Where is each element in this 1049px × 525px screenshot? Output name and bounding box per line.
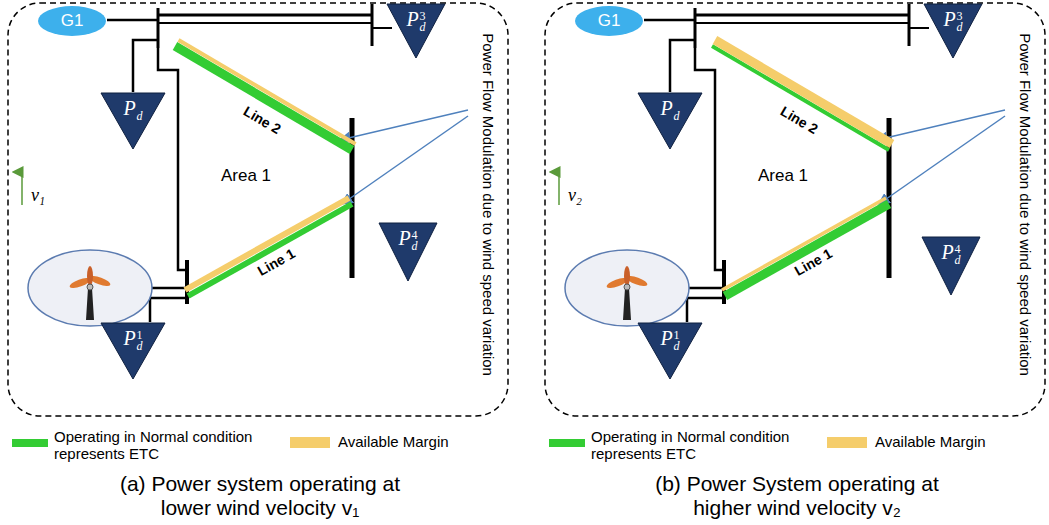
node-label: G1	[574, 5, 644, 37]
node-label: P3d	[386, 3, 446, 33]
annotation-text: Power Flow Modulation due to wind speed …	[1016, 15, 1033, 395]
node-label: Pd	[637, 92, 703, 122]
panel-caption: (b) Power System operating at higher win…	[632, 472, 962, 520]
superscript: 4	[955, 244, 961, 255]
load-triangle: Pd	[100, 92, 166, 150]
node-label: G1	[37, 5, 107, 37]
legend-text: Available Margin	[875, 433, 1045, 450]
index-column: d	[674, 100, 680, 122]
area-name: Area 1	[221, 166, 271, 186]
legend-swatch	[827, 437, 867, 448]
legend-swatch	[549, 439, 585, 447]
subscript: d	[955, 255, 961, 266]
load-symbol: P	[406, 8, 418, 30]
panel-caption: (a) Power system operating at lower wind…	[95, 472, 425, 520]
load-symbol: P	[941, 241, 953, 263]
index-column: 4d	[412, 230, 418, 252]
generator-ellipse: G1	[574, 5, 644, 37]
load-symbol: P	[660, 327, 672, 349]
annotation-text: Power Flow Modulation due to wind speed …	[479, 15, 496, 395]
legend-swatch	[290, 437, 330, 448]
legend-text: Available Margin	[338, 433, 508, 450]
index-column: 3d	[957, 11, 963, 33]
generator-ellipse: G1	[37, 5, 107, 37]
area-name: Area 1	[758, 166, 808, 186]
legend-swatch	[12, 439, 48, 447]
superscript: 3	[420, 11, 426, 22]
generator-name: G1	[598, 11, 621, 30]
subscript: d	[674, 111, 680, 122]
superscript: 3	[957, 11, 963, 22]
subscript: d	[137, 341, 143, 352]
panel-b-art	[545, 3, 1045, 448]
node-label: P1d	[637, 322, 703, 352]
index-column: 1d	[674, 330, 680, 352]
load-triangle: P4d	[378, 222, 438, 282]
node-label: P4d	[921, 236, 981, 266]
load-triangle: P1d	[100, 322, 166, 380]
node-label: P1d	[100, 322, 166, 352]
subscript: d	[674, 341, 680, 352]
node-label: Pd	[100, 92, 166, 122]
load-symbol: P	[398, 227, 410, 249]
load-symbol: P	[123, 327, 135, 349]
panel-a-art	[8, 3, 508, 448]
load-symbol: P	[123, 97, 135, 119]
load-triangle: P3d	[386, 3, 446, 59]
index-column: 3d	[420, 11, 426, 33]
wind-velocity: v₂	[568, 185, 582, 206]
load-triangle: P3d	[923, 3, 983, 59]
load-triangle: P4d	[921, 236, 981, 296]
node-label: P3d	[923, 3, 983, 33]
legend-text: Operating in Normal condition represents…	[54, 428, 279, 463]
index-column: 4d	[955, 244, 961, 266]
wind-velocity: v₁	[31, 185, 45, 206]
superscript: 4	[412, 230, 418, 241]
superscript: 1	[674, 330, 680, 341]
load-symbol: P	[943, 8, 955, 30]
subscript: d	[957, 22, 963, 33]
subscript: d	[412, 241, 418, 252]
legend-text: Operating in Normal condition represents…	[591, 428, 816, 463]
subscript: d	[420, 22, 426, 33]
superscript: 1	[137, 330, 143, 341]
index-column: 1d	[137, 330, 143, 352]
superscript	[137, 100, 143, 111]
load-triangle: Pd	[637, 92, 703, 150]
load-symbol: P	[660, 97, 672, 119]
subscript: d	[137, 111, 143, 122]
index-column: d	[137, 100, 143, 122]
load-triangle: P1d	[637, 322, 703, 380]
superscript	[674, 100, 680, 111]
node-label: P4d	[378, 222, 438, 252]
generator-name: G1	[61, 11, 84, 30]
